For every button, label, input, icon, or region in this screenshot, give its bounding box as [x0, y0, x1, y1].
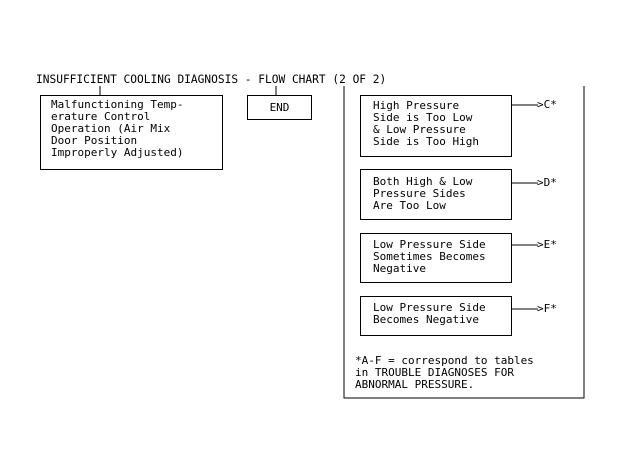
- arrow-label-e: >E*: [537, 238, 557, 251]
- right-frame: [343, 86, 585, 399]
- box-sometimes-negative: Low Pressure Side Sometimes Becomes Nega…: [360, 233, 512, 283]
- page-title: INSUFFICIENT COOLING DIAGNOSIS - FLOW CH…: [36, 73, 387, 86]
- arrow-label-f: >F*: [537, 302, 557, 315]
- box-sometimes-negative-text: Low Pressure Side Sometimes Becomes Nega…: [373, 238, 486, 275]
- box-end: END: [247, 95, 312, 120]
- box-malfunction-text: Malfunctioning Temp- erature Control Ope…: [51, 98, 184, 159]
- box-becomes-negative: Low Pressure Side Becomes Negative: [360, 296, 512, 336]
- box-high-low-text: High Pressure Side is Too Low & Low Pres…: [373, 99, 479, 148]
- arrow-label-c: >C*: [537, 98, 557, 111]
- footnote: *A-F = correspond to tables in TROUBLE D…: [355, 354, 534, 391]
- box-malfunction: Malfunctioning Temp- erature Control Ope…: [40, 95, 223, 170]
- box-end-text: END: [269, 101, 290, 114]
- box-both-low-text: Both High & Low Pressure Sides Are Too L…: [373, 175, 473, 212]
- box-high-low: High Pressure Side is Too Low & Low Pres…: [360, 95, 512, 157]
- box-both-low: Both High & Low Pressure Sides Are Too L…: [360, 169, 512, 220]
- arrow-label-d: >D*: [537, 176, 557, 189]
- box-becomes-negative-text: Low Pressure Side Becomes Negative: [373, 301, 486, 326]
